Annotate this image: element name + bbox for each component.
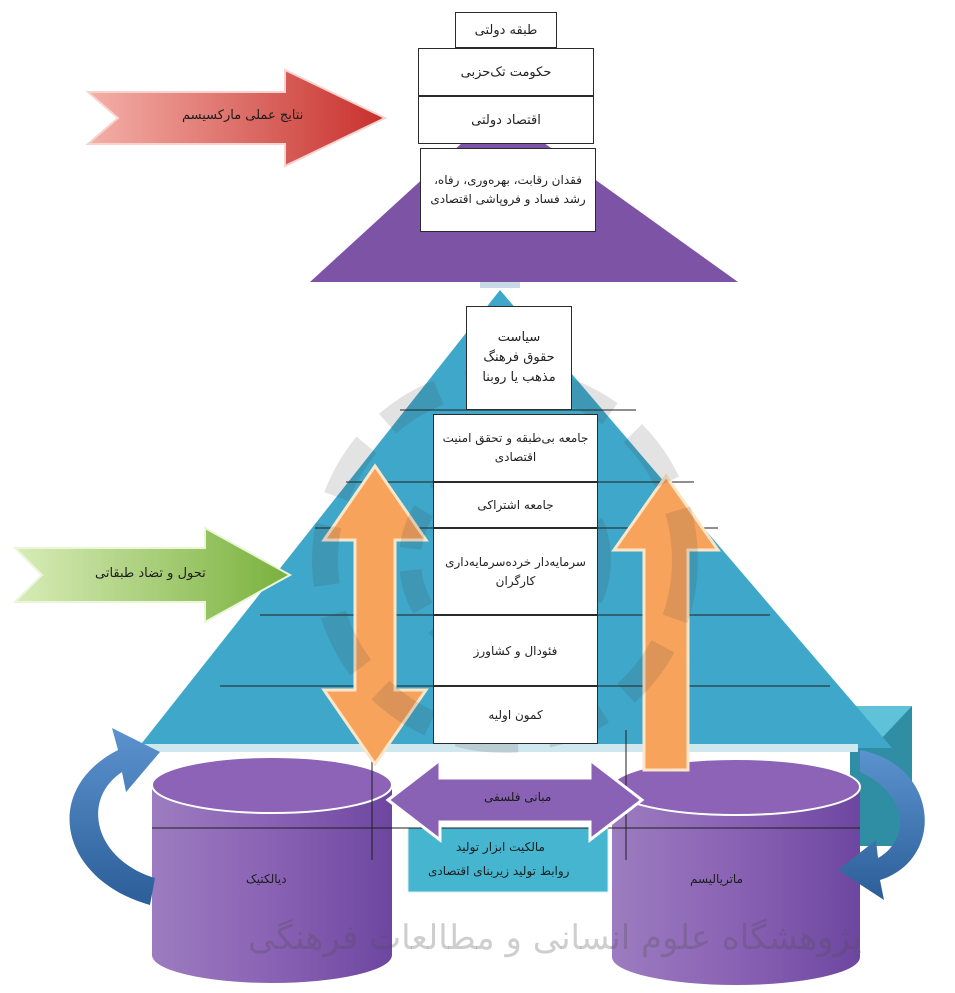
consequences-box: فقدان رقابت، بهره‌وری، رفاه، رشد فساد و … bbox=[420, 148, 596, 232]
orange-double-arrow bbox=[321, 463, 429, 767]
superstructure-box: سیاست حقوق فرهنگ مذهب یا روبنا bbox=[466, 306, 572, 410]
stage-communism: جامعه اشتراکی bbox=[433, 482, 598, 528]
stage-capitalism: سرمایه‌دار خرده‌سرمایه‌داری کارگران bbox=[433, 528, 598, 615]
stage-feudalism: فئودال و کشاورز bbox=[433, 615, 598, 686]
superstructure-line-1: سیاست bbox=[497, 329, 541, 345]
red-arrow-label: نتایج عملی مارکسیسم bbox=[182, 108, 304, 123]
green-arrow-label: تحول و تضاد طبقاتی bbox=[95, 566, 206, 581]
stage-line-text: فئودال و کشاورز bbox=[473, 643, 558, 658]
base-line-1: مالکیت ابزار تولید bbox=[456, 840, 545, 854]
top-pyramid-shadow bbox=[480, 282, 520, 288]
stage-line-text: کارگران bbox=[495, 573, 536, 588]
dialectic-label: دیالکتیک bbox=[246, 872, 287, 886]
green-arrow bbox=[12, 526, 293, 624]
single-party-text: حکومت تک‌حزبی bbox=[460, 64, 552, 80]
foundations-arrow bbox=[385, 756, 645, 844]
state-economy-box: اقتصاد دولتی bbox=[418, 96, 594, 144]
state-economy-text: اقتصاد دولتی bbox=[471, 112, 541, 128]
stage-classless-society: جامعه بی‌طبقه و تحقق امنیت اقتصادی bbox=[433, 414, 598, 482]
consequences-line-1: فقدان رقابت، بهره‌وری، رفاه، bbox=[434, 173, 582, 188]
consequences-line-2: رشد فساد و فروپاشی اقتصادی bbox=[430, 192, 586, 206]
teal-corner bbox=[850, 706, 912, 740]
curved-arrow-left bbox=[69, 728, 160, 905]
state-class-text: طبقه دولتی bbox=[474, 22, 538, 38]
materialism-label: ماتریالیسم bbox=[690, 872, 744, 886]
base-line-2: روابط تولید زیربنای اقتصادی bbox=[428, 864, 570, 878]
superstructure-line-2: حقوق فرهنگ bbox=[483, 349, 555, 365]
stage-line-text: کمون اولیه bbox=[488, 708, 543, 722]
stage-line-text: جامعه بی‌طبقه و تحقق امنیت bbox=[442, 431, 589, 446]
curved-arrow-right bbox=[838, 750, 925, 900]
foundations-label: مبانی فلسفی bbox=[484, 790, 552, 804]
orange-up-arrow bbox=[611, 473, 721, 772]
stage-line-text: جامعه اشتراکی bbox=[477, 498, 554, 512]
left-cylinder bbox=[151, 756, 393, 983]
stage-line-text: سرمایه‌دار خرده‌سرمایه‌داری bbox=[445, 554, 586, 569]
right-cylinder bbox=[611, 758, 861, 985]
stage-primitive-commune: کمون اولیه bbox=[433, 686, 598, 744]
state-class-box: طبقه دولتی bbox=[455, 12, 557, 48]
superstructure-line-3: مذهب یا روبنا bbox=[482, 370, 556, 386]
pyramid-base-band bbox=[138, 744, 858, 752]
red-arrow bbox=[85, 68, 388, 168]
watermark-text: پژوهشگاه علوم انسانی و مطالعات فرهنگی bbox=[248, 918, 862, 958]
stage-line-text: اقتصادی bbox=[494, 450, 537, 464]
single-party-box: حکومت تک‌حزبی bbox=[418, 48, 594, 96]
